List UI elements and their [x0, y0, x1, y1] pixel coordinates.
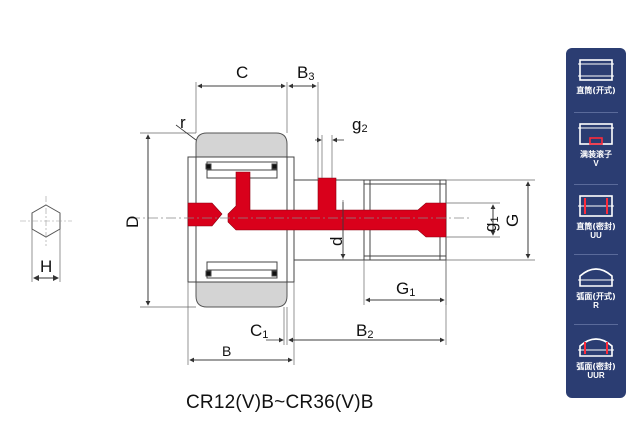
divider — [574, 112, 618, 113]
label-g1: g1 — [481, 216, 501, 232]
label-G: G — [503, 214, 522, 227]
straight-sealed-icon — [578, 195, 614, 217]
crowned-sealed-icon — [578, 338, 614, 357]
crowned-open-icon — [578, 268, 614, 287]
outer-ring — [195, 132, 288, 308]
variant-code: V — [593, 159, 599, 168]
label-B3: B3 — [297, 63, 314, 83]
dimension-lines — [145, 83, 531, 363]
label-B: B — [222, 343, 231, 359]
variant-panel: 直筒(开式) 满装滚子 V 直筒(密封) UU 弧面(开式) R — [566, 48, 626, 398]
variant-full-complement[interactable]: 满装滚子 V — [566, 120, 626, 168]
extension-lines — [140, 82, 535, 365]
variant-label: 直筒(开式) — [576, 86, 616, 95]
full-complement-icon — [578, 123, 614, 145]
divider — [574, 324, 618, 325]
variant-straight-sealed[interactable]: 直筒(密封) UU — [566, 192, 626, 240]
variant-code: R — [593, 301, 599, 310]
straight-open-icon — [578, 59, 614, 81]
label-H: H — [40, 257, 52, 276]
variant-crowned-sealed[interactable]: 弧面(密封) UUR — [566, 332, 626, 380]
variant-code: UU — [590, 231, 602, 240]
label-G1: G1 — [396, 279, 415, 299]
hex-socket-view — [20, 196, 72, 282]
divider — [574, 184, 618, 185]
model-caption: CR12(V)B~CR36(V)B — [186, 392, 374, 413]
variant-code: UUR — [587, 371, 605, 380]
label-d: d — [327, 237, 346, 246]
divider — [574, 254, 618, 255]
label-C1: C1 — [250, 321, 268, 341]
variant-label: 弧面(开式) — [576, 292, 616, 301]
label-g2: g2 — [352, 115, 368, 135]
variant-label: 弧面(密封) — [576, 362, 616, 371]
label-D: D — [123, 216, 142, 228]
label-C: C — [236, 63, 248, 82]
variant-label: 直筒(密封) — [576, 222, 616, 231]
variant-straight-open[interactable]: 直筒(开式) — [566, 56, 626, 95]
variant-label: 满装滚子 — [580, 150, 612, 159]
label-r: r — [180, 113, 186, 132]
label-B2: B2 — [356, 321, 373, 341]
cam-follower-drawing: C B3 r g2 D d g1 G G1 C1 B2 B H — [20, 63, 535, 365]
lubrication-channel — [187, 171, 447, 238]
variant-crowned-open[interactable]: 弧面(开式) R — [566, 262, 626, 310]
